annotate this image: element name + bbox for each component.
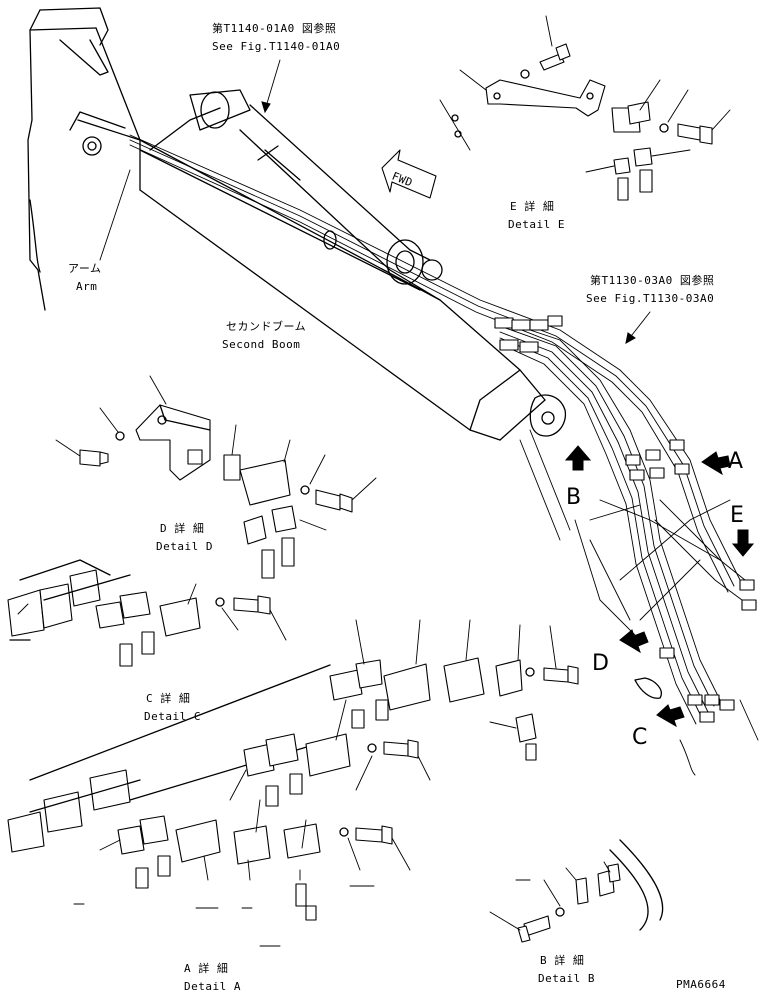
detail-e-title-en: Detail E xyxy=(508,218,565,231)
callout-d-label: D xyxy=(592,651,609,676)
hose-clamps xyxy=(494,315,757,723)
arm-label-jp: アーム xyxy=(68,262,102,275)
callout-a-label: A xyxy=(728,449,743,474)
arrow-c xyxy=(656,704,685,728)
detail-b-title-en: Detail B xyxy=(538,972,595,985)
hydraulic-hoses xyxy=(129,134,759,776)
detail-e-parts xyxy=(439,15,731,201)
leader-arm-ref xyxy=(264,59,281,111)
detail-e-title-jp: E 詳 細 xyxy=(510,199,554,213)
detail-b-title-jp: B 詳 細 xyxy=(540,953,584,967)
arrow-a xyxy=(701,451,731,476)
detail-a-parts xyxy=(7,619,579,947)
second-boom-label-en: Second Boom xyxy=(222,338,300,351)
detail-d-title-en: Detail D xyxy=(156,540,213,553)
leader-arm xyxy=(99,169,131,261)
leader-b xyxy=(589,504,641,521)
fwd-arrow: FWD xyxy=(381,149,437,199)
detail-c-title-jp: C 詳 細 xyxy=(146,691,190,705)
ref-boom-jp: 第T1130-03A0 図参照 xyxy=(590,273,714,287)
detail-a-title-jp: A 詳 細 xyxy=(184,961,228,975)
callout-b-label: B xyxy=(566,485,581,510)
callout-e-label: E xyxy=(730,503,744,528)
callout-arrows xyxy=(564,445,755,728)
second-boom xyxy=(139,89,546,441)
arrow-e xyxy=(731,529,755,557)
leader-boom-ref-head xyxy=(625,332,636,344)
second-boom-label-jp: セカンドブーム xyxy=(226,319,306,333)
text-labels: 第T1140-01A0 図参照 See Fig.T1140-01A0 アーム A… xyxy=(68,21,744,992)
callout-c-label: C xyxy=(632,725,647,750)
arm-label-en: Arm xyxy=(76,280,97,293)
ref-arm-jp: 第T1140-01A0 図参照 xyxy=(212,21,336,35)
detail-d-title-jp: D 詳 細 xyxy=(160,521,204,535)
arrow-b xyxy=(564,445,592,471)
drawing-code: PMA6664 xyxy=(676,978,726,991)
leader-arm-ref-head xyxy=(261,101,271,114)
detail-b-parts xyxy=(489,839,664,943)
ref-boom-en: See Fig.T1130-03A0 xyxy=(586,292,714,305)
ref-arm-en: See Fig.T1140-01A0 xyxy=(212,40,340,53)
detail-c-parts xyxy=(7,559,287,667)
detail-c-title-en: Detail C xyxy=(144,710,201,723)
arrow-d xyxy=(619,629,649,654)
detail-d-parts xyxy=(55,375,377,579)
detail-a-title-en: Detail A xyxy=(184,980,241,992)
